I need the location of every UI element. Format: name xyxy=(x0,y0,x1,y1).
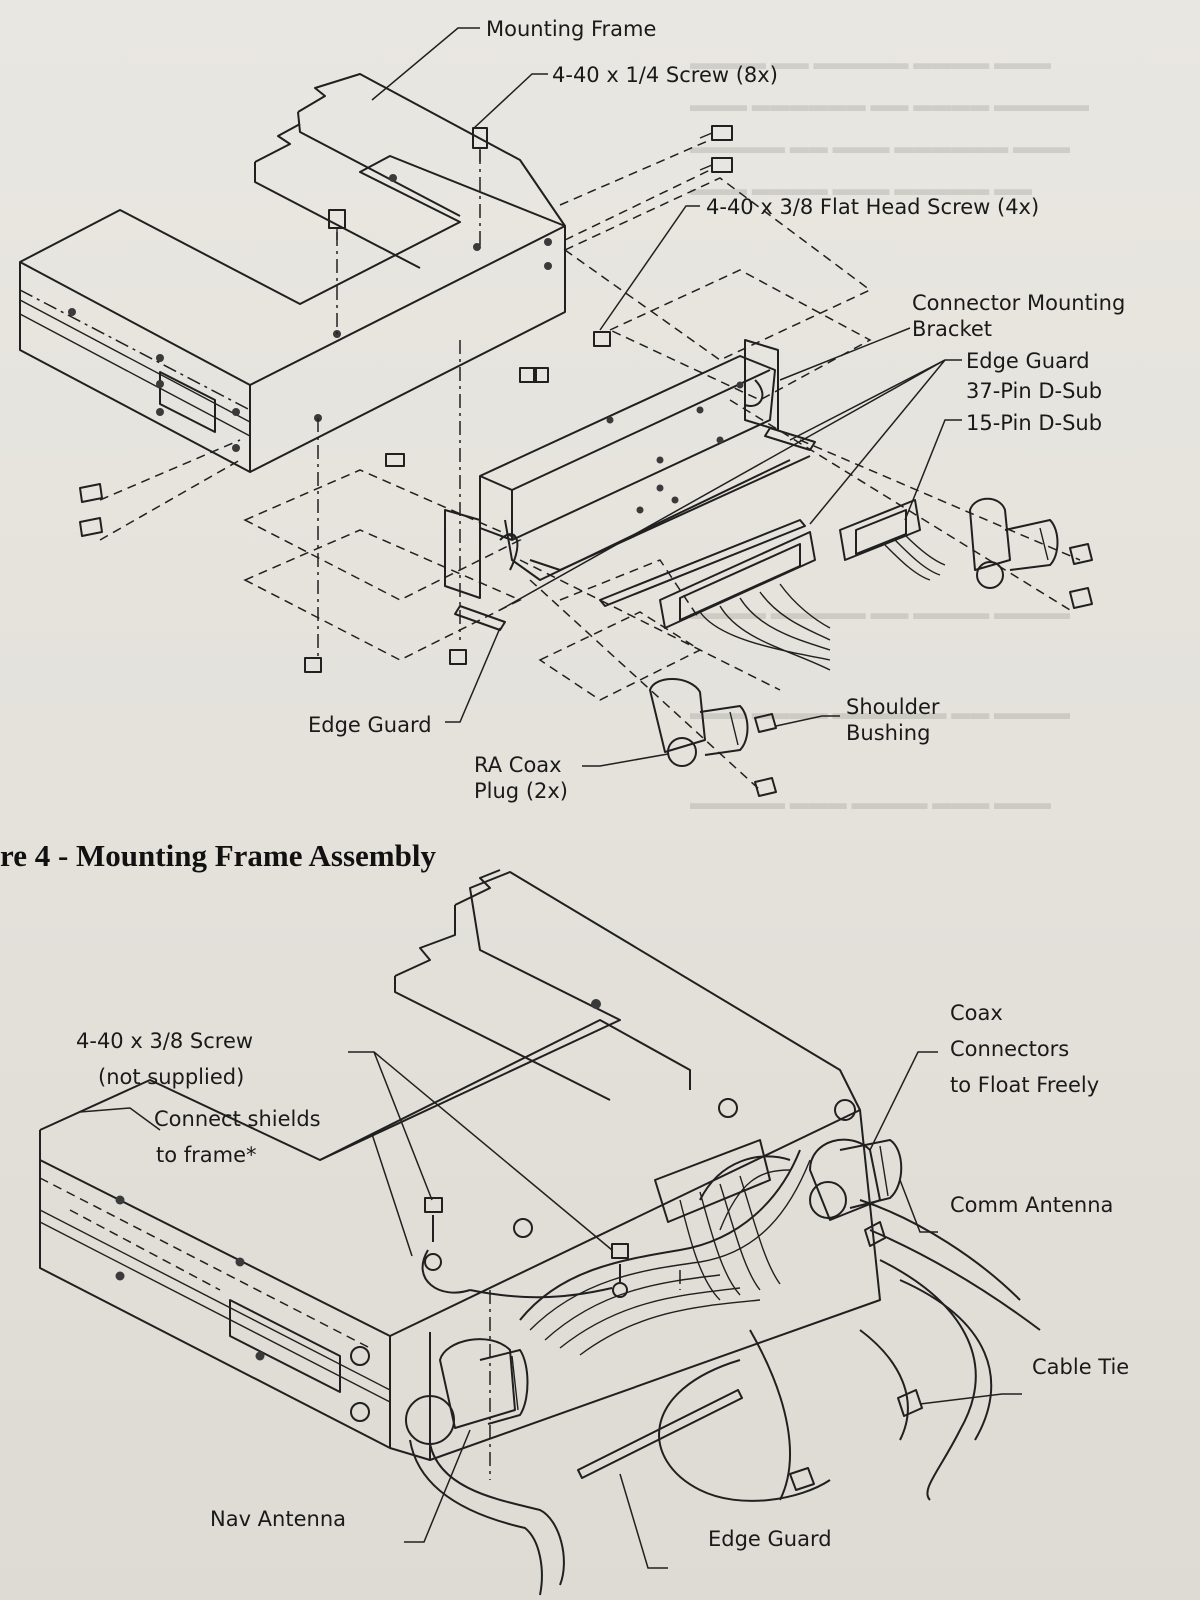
label-screw-38-line2: (not supplied) xyxy=(98,1065,245,1089)
label-cable-tie: Cable Tie xyxy=(1032,1355,1130,1379)
nav-coax-connector xyxy=(405,1338,565,1596)
label-connect-shields-line1: Connect shields xyxy=(154,1107,321,1131)
label-dsub-37: 37-Pin D-Sub xyxy=(966,379,1103,403)
shield-wires xyxy=(421,1197,681,1480)
background-page-text: ▬▬▬▬ ▬▬ ▬▬▬▬▬ ▬▬▬▬ ▬▬▬ xyxy=(690,53,1051,74)
edge-guard-strips xyxy=(454,427,816,631)
comm-coax-connector xyxy=(809,1138,903,1221)
figure-caption: re 4 - Mounting Frame Assembly xyxy=(0,838,436,873)
mounting-frame-part xyxy=(19,73,566,473)
label-comm-antenna: Comm Antenna xyxy=(950,1193,1114,1217)
background-page-text: ▬▬▬ ▬▬▬▬ ▬▬▬ ▬▬▬▬▬ ▬▬ xyxy=(690,179,1032,200)
label-edge-guard-left: Edge Guard xyxy=(308,713,432,737)
background-page-text: ▬▬▬▬ ▬▬▬▬▬ ▬▬ ▬▬▬▬ ▬▬▬▬ xyxy=(690,603,1070,624)
label-coax-line3: to Float Freely xyxy=(950,1073,1100,1097)
assembled-frame xyxy=(39,869,881,1461)
label-ra-coax-line1: RA Coax xyxy=(474,753,562,777)
label-nav-antenna: Nav Antenna xyxy=(210,1507,346,1531)
leader-lines-bottom xyxy=(79,1051,1022,1569)
label-coax-line2: Connectors xyxy=(950,1037,1070,1061)
background-page-text: ▬▬▬ ▬▬▬▬ ▬▬▬▬▬▬ ▬▬ ▬▬▬▬ xyxy=(690,703,1070,724)
screws xyxy=(79,125,733,673)
dsub-assembled xyxy=(654,1139,781,1301)
background-page-text: ▬▬▬ ▬▬▬▬▬▬ ▬▬ ▬▬▬▬ ▬▬▬▬▬ xyxy=(690,95,1089,116)
cable-ties xyxy=(789,1221,923,1491)
label-flat-head-screw: 4-40 x 3/8 Flat Head Screw (4x) xyxy=(706,195,1040,219)
ra-coax-plug-top xyxy=(969,497,1093,609)
background-page-text: ▬▬▬▬▬ ▬▬ ▬▬▬ ▬▬▬▬▬▬ ▬▬▬ xyxy=(690,137,1070,158)
label-screw-quarter: 4-40 x 1/4 Screw (8x) xyxy=(552,63,778,87)
label-connector-bracket-line2: Bracket xyxy=(912,317,993,341)
label-coax-line1: Coax xyxy=(950,1001,1003,1025)
connector-mounting-bracket xyxy=(444,339,811,599)
dsub-37-connector xyxy=(659,531,831,671)
background-page-text: ▬▬▬▬▬ ▬▬▬ ▬▬▬▬ ▬▬▬ ▬▬▬ xyxy=(690,793,1051,814)
leader-lines-top xyxy=(371,27,962,767)
label-shoulder-bushing-line2: Bushing xyxy=(846,721,931,745)
label-screw-38-line1: 4-40 x 3/8 Screw xyxy=(76,1029,254,1053)
label-edge-guard-top: Edge Guard xyxy=(966,349,1090,373)
label-shoulder-bushing-line1: Shoulder xyxy=(846,695,940,719)
label-dsub-15: 15-Pin D-Sub xyxy=(966,411,1103,435)
label-mounting-frame: Mounting Frame xyxy=(486,17,657,41)
label-connector-bracket-line1: Connector Mounting xyxy=(912,291,1126,315)
label-connect-shields-line2: to frame* xyxy=(156,1143,257,1167)
ra-coax-plug-bottom xyxy=(649,678,777,797)
dsub-15-connector xyxy=(839,499,946,581)
label-ra-coax-line2: Plug (2x) xyxy=(474,779,568,803)
label-edge-guard-bottom: Edge Guard xyxy=(708,1527,832,1551)
assembly-axis-lines xyxy=(99,139,1081,791)
edge-guard-bottom-strip xyxy=(577,1389,743,1479)
